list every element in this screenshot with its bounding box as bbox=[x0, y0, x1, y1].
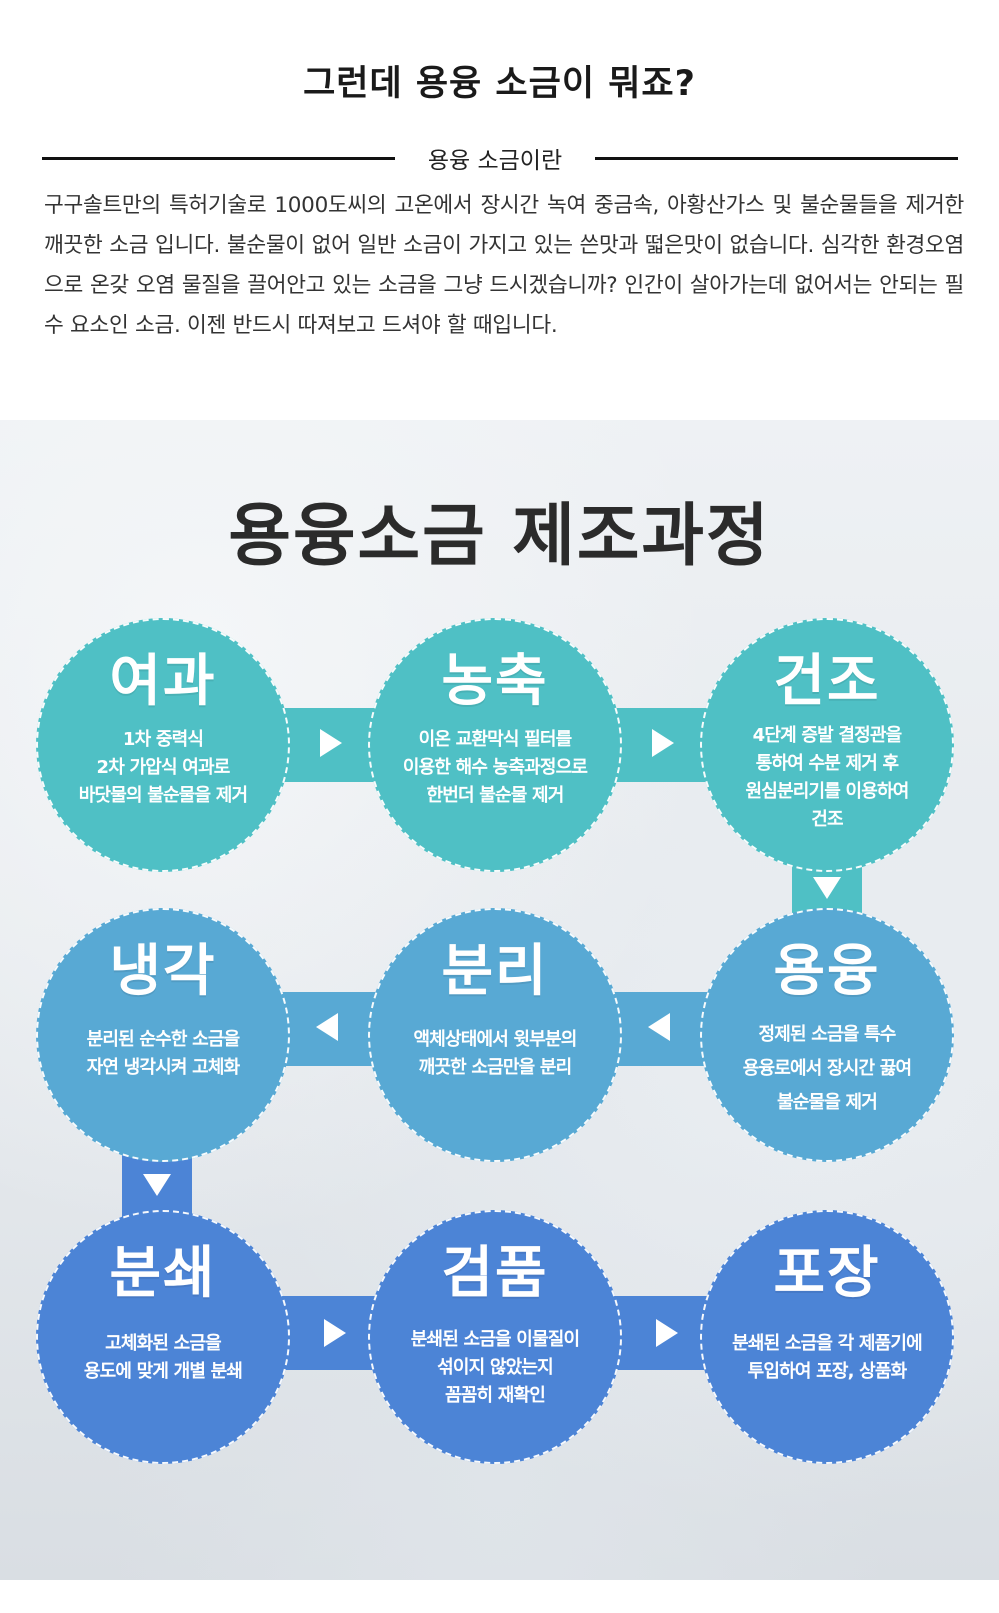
section-subtitle: 용융 소금이란 bbox=[427, 148, 563, 174]
step-line: 분리된 순수한 소금을 bbox=[86, 1029, 241, 1050]
step-description: 고체화된 소금을 용도에 맞게 개별 분쇄 bbox=[56, 1330, 270, 1386]
intro-section: 그런데 용융 소금이 뭐죠? 용융 소금이란 구구솔트만의 특허기술로 1000… bbox=[0, 0, 999, 420]
page-title: 그런데 용융 소금이 뭐죠? bbox=[303, 64, 696, 104]
step-description: 4단계 증발 결정관을 통하여 수분 제거 후 원심분리기를 이용하여 건조 bbox=[720, 722, 934, 834]
step-line: 원심분리기를 이용하여 bbox=[745, 781, 909, 802]
step-title: 냉각 bbox=[109, 939, 217, 1004]
step-description: 액체상태에서 윗부분의 깨끗한 소금만을 분리 bbox=[388, 1026, 602, 1082]
arrow-down-icon bbox=[813, 877, 841, 899]
step-line: 정제된 소금을 특수 bbox=[758, 1024, 896, 1045]
step-line: 이용한 해수 농축과정으로 bbox=[402, 757, 588, 778]
divider-left bbox=[42, 157, 395, 160]
step-description: 분리된 순수한 소금을 자연 냉각시켜 고체화 bbox=[56, 1026, 270, 1082]
step-concentration: 농축 이온 교환막식 필터를 이용한 해수 농축과정으로 한번더 불순물 제거 bbox=[368, 618, 622, 872]
footer-spacer bbox=[0, 1580, 999, 1613]
step-description: 이온 교환막식 필터를 이용한 해수 농축과정으로 한번더 불순물 제거 bbox=[388, 726, 602, 810]
arrow-left-icon bbox=[316, 1013, 338, 1041]
step-grinding: 분쇄 고체화된 소금을 용도에 맞게 개별 분쇄 bbox=[36, 1210, 290, 1464]
step-line: 한번더 불순물 제거 bbox=[426, 785, 564, 806]
step-line: 통하여 수분 제거 후 bbox=[755, 753, 899, 774]
step-line: 액체상태에서 윗부분의 bbox=[413, 1029, 577, 1050]
step-melting: 용융 정제된 소금을 특수 용융로에서 장시간 끓여 불순물을 제거 bbox=[700, 908, 954, 1162]
step-title: 검품 bbox=[441, 1241, 549, 1306]
arrow-right-icon bbox=[656, 1319, 678, 1347]
step-title: 농축 bbox=[441, 649, 549, 714]
step-line: 꼼꼼히 재확인 bbox=[444, 1385, 546, 1406]
step-line: 분쇄된 소금을 각 제품기에 bbox=[732, 1333, 923, 1354]
step-description: 1차 중력식 2차 가압식 여과로 바닷물의 불순물을 제거 bbox=[56, 726, 270, 810]
step-line: 깨끗한 소금만을 분리 bbox=[418, 1057, 573, 1078]
step-filtration: 여과 1차 중력식 2차 가압식 여과로 바닷물의 불순물을 제거 bbox=[36, 618, 290, 872]
step-line: 이온 교환막식 필터를 bbox=[418, 729, 573, 750]
arrow-right-icon bbox=[320, 729, 342, 757]
step-separation: 분리 액체상태에서 윗부분의 깨끗한 소금만을 분리 bbox=[368, 908, 622, 1162]
step-inspection: 검품 분쇄된 소금을 이물질이 섞이지 않았는지 꼼꼼히 재확인 bbox=[368, 1210, 622, 1464]
step-packaging: 포장 분쇄된 소금을 각 제품기에 투입하여 포장, 상품화 bbox=[700, 1210, 954, 1464]
subtitle-row: 용융 소금이란 bbox=[42, 137, 958, 177]
step-title: 건조 bbox=[773, 649, 881, 714]
step-description: 정제된 소금을 특수 용융로에서 장시간 끓여 불순물을 제거 bbox=[720, 1018, 934, 1120]
step-line: 2차 가압식 여과로 bbox=[96, 757, 231, 778]
arrow-right-icon bbox=[652, 729, 674, 757]
step-title: 여과 bbox=[109, 649, 217, 714]
step-line: 고체화된 소금을 bbox=[105, 1333, 222, 1354]
step-cooling: 냉각 분리된 순수한 소금을 자연 냉각시켜 고체화 bbox=[36, 908, 290, 1162]
divider-right bbox=[595, 157, 958, 160]
process-title: 용융소금 제조과정 bbox=[228, 497, 771, 576]
arrow-left-icon bbox=[648, 1013, 670, 1041]
step-line: 불순물을 제거 bbox=[776, 1092, 878, 1113]
step-line: 4단계 증발 결정관을 bbox=[752, 725, 903, 746]
step-line: 용융로에서 장시간 끓여 bbox=[742, 1058, 912, 1079]
step-line: 자연 냉각시켜 고체화 bbox=[86, 1057, 241, 1078]
step-title: 용융 bbox=[773, 939, 881, 1004]
step-drying: 건조 4단계 증발 결정관을 통하여 수분 제거 후 원심분리기를 이용하여 건… bbox=[700, 618, 954, 872]
step-line: 건조 bbox=[811, 809, 843, 830]
step-line: 1차 중력식 bbox=[122, 729, 204, 750]
step-description: 분쇄된 소금을 이물질이 섞이지 않았는지 꼼꼼히 재확인 bbox=[388, 1326, 602, 1410]
arrow-down-icon bbox=[143, 1174, 171, 1196]
step-title: 포장 bbox=[773, 1241, 881, 1306]
process-section: 용융소금 제조과정 여과 1차 중력식 2차 가압식 여과로 바닷물의 불순물을… bbox=[0, 420, 999, 1580]
step-line: 용도에 맞게 개별 분쇄 bbox=[83, 1361, 243, 1382]
step-line: 분쇄된 소금을 이물질이 bbox=[410, 1329, 580, 1350]
intro-paragraph: 구구솔트만의 특허기술로 1000도씨의 고온에서 장시간 녹여 중금속, 아황… bbox=[44, 193, 964, 338]
step-line: 섞이지 않았는지 bbox=[437, 1357, 554, 1378]
step-title: 분리 bbox=[441, 939, 549, 1004]
arrow-right-icon bbox=[324, 1319, 346, 1347]
step-line: 바닷물의 불순물을 제거 bbox=[78, 785, 248, 806]
step-line: 투입하여 포장, 상품화 bbox=[747, 1361, 908, 1382]
step-title: 분쇄 bbox=[109, 1241, 217, 1306]
step-description: 분쇄된 소금을 각 제품기에 투입하여 포장, 상품화 bbox=[720, 1330, 934, 1386]
